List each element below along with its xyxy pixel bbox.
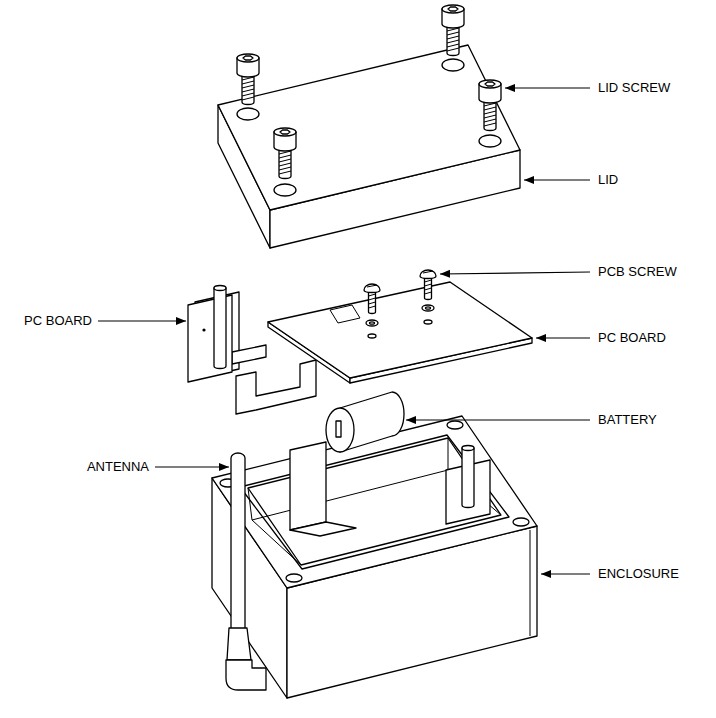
flex-cable: [236, 360, 316, 414]
part-label: LID SCREW: [597, 80, 671, 96]
part-label: BATTERY: [597, 412, 658, 428]
battery: [326, 392, 404, 452]
part-label: PC BOARD: [23, 313, 93, 329]
pc-board-flat: [268, 270, 532, 383]
leader-lines: [98, 88, 590, 574]
part-label: LID: [597, 172, 619, 188]
lid-screws: [237, 5, 501, 179]
part-label: ANTENNA: [86, 459, 150, 475]
part-label: PCB SCREW: [597, 264, 678, 280]
pc-board-vertical: [188, 286, 266, 383]
part-label: PC BOARD: [597, 330, 667, 346]
antenna: [226, 453, 266, 690]
lid: [218, 45, 520, 248]
enclosure: [212, 416, 537, 698]
part-label: ENCLOSURE: [597, 566, 680, 582]
